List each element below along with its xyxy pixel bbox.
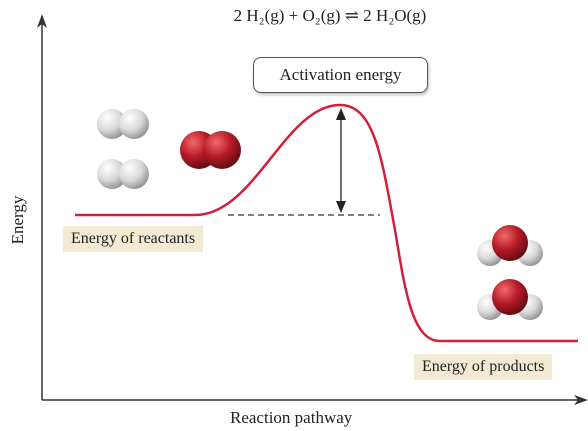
water-molecule-icon bbox=[477, 279, 543, 320]
arrow-up-icon bbox=[336, 108, 346, 120]
oxygen-molecule-icon bbox=[180, 131, 241, 169]
y-axis-label: Energy bbox=[8, 195, 27, 245]
water-molecule-icon bbox=[477, 225, 543, 266]
x-axis-label: Reaction pathway bbox=[230, 408, 353, 427]
hydrogen-molecule-icon bbox=[97, 109, 149, 139]
reactants-energy-label: Energy of reactants bbox=[63, 226, 204, 252]
arrow-down-icon bbox=[336, 201, 346, 213]
products-energy-label: Energy of products bbox=[414, 354, 553, 380]
energy-curve bbox=[75, 103, 578, 343]
y-axis-arrow-icon bbox=[37, 14, 47, 28]
hydrogen-molecule-icon bbox=[97, 159, 149, 189]
reaction-equation: 2 H₂(g) + O₂(g) ⇌ 2 H₂O(g) bbox=[150, 6, 510, 26]
x-axis-arrow-icon bbox=[574, 395, 588, 405]
activation-energy-callout: Activation energy bbox=[253, 57, 428, 93]
equation-text: 2 H₂(g) + O₂(g) ⇌ 2 H₂O(g) bbox=[233, 6, 427, 25]
